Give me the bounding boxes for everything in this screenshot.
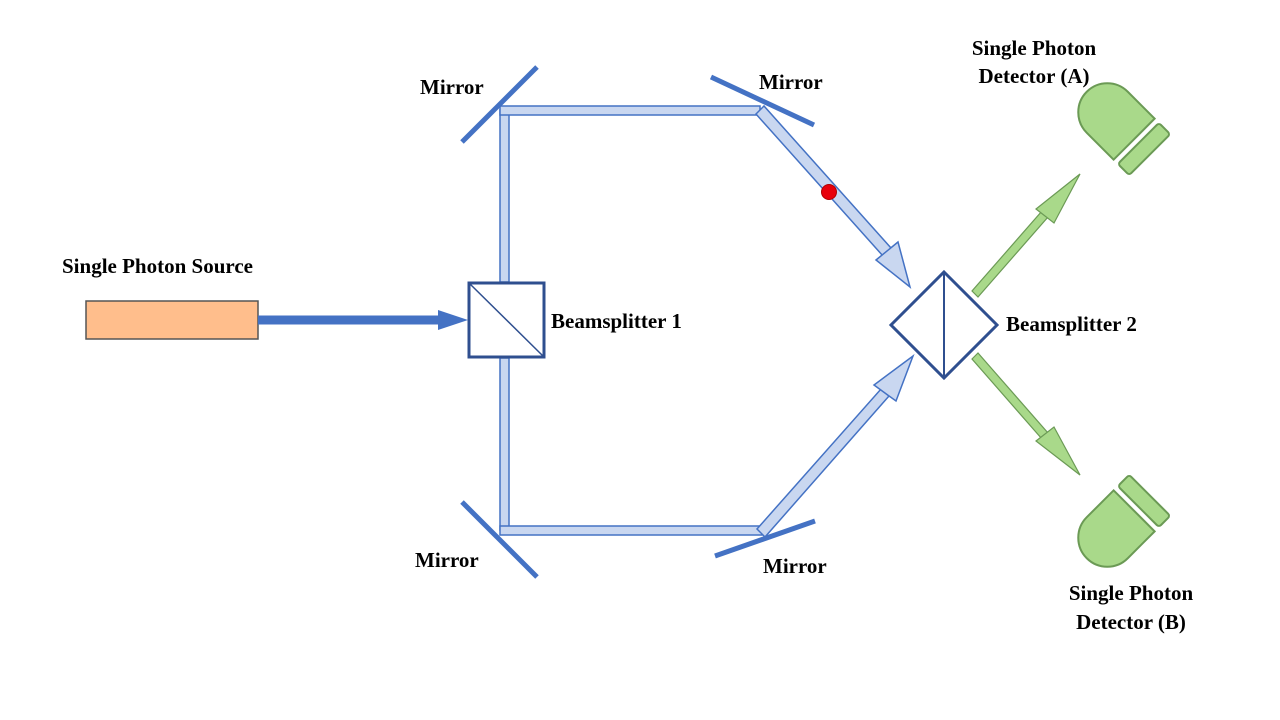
detector-b — [1077, 475, 1170, 568]
detector-a-label-line1: Single Photon — [972, 36, 1097, 60]
mirror-label-bottom-left: Mirror — [415, 548, 479, 572]
photon-source — [85, 300, 259, 340]
detector-b-label-line1: Single Photon — [1069, 581, 1194, 605]
output-arrow-a — [971, 173, 1081, 298]
detector-a-label-line2: Detector (A) — [979, 64, 1090, 88]
mirror-bottom-right — [714, 518, 816, 559]
mirror-label-top-right: Mirror — [759, 70, 823, 94]
mirror-label-top-left: Mirror — [420, 75, 484, 99]
detector-a — [1077, 82, 1170, 175]
photon-dot — [821, 184, 837, 200]
beam-bottom-right-to-bs2 — [755, 353, 915, 539]
output-arrow-b — [971, 352, 1081, 476]
beam-bottom-horizontal — [499, 525, 763, 536]
input-beam — [258, 310, 468, 330]
mirror-bottom-left — [460, 500, 539, 579]
beam-top-right-to-bs2 — [754, 104, 912, 289]
beamsplitter-1 — [467, 281, 546, 359]
beamsplitter-2 — [888, 269, 1000, 381]
detector-b-label-line2: Detector (B) — [1076, 610, 1186, 634]
beam-bs1-to-top-mirror — [499, 109, 510, 283]
beamsplitter-1-label: Beamsplitter 1 — [551, 309, 682, 333]
beam-top-horizontal — [499, 105, 761, 116]
mirror-top-right — [709, 74, 816, 128]
beam-bs1-to-bottom-mirror — [499, 357, 510, 531]
mirror-top-left — [460, 65, 539, 144]
mirror-label-bottom-right: Mirror — [763, 554, 827, 578]
source-label: Single Photon Source — [62, 254, 253, 278]
beamsplitter-2-label: Beamsplitter 2 — [1006, 312, 1137, 336]
